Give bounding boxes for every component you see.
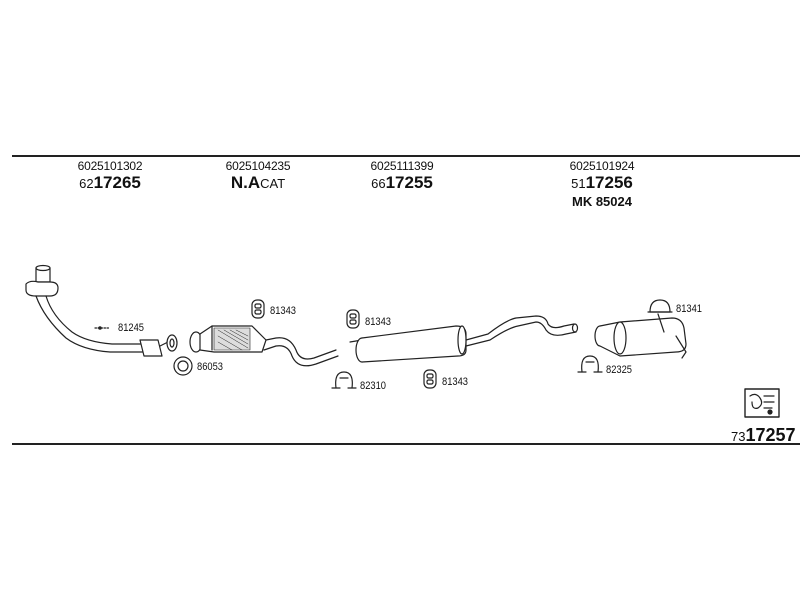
- label-81343-c: 81343: [442, 376, 469, 388]
- label-81343-a: 81343: [270, 305, 297, 317]
- hanger-part-81341: [647, 299, 673, 327]
- top-divider: [12, 155, 800, 157]
- mounting-kit-number: MK 85024: [572, 194, 632, 209]
- label-86053: 86053: [197, 361, 224, 373]
- column-catalyst: 6025104235 N.ACAT: [226, 159, 291, 194]
- oem-number: 6025104235: [225, 159, 291, 173]
- label-81343-b: 81343: [365, 316, 392, 328]
- part-number: N.ACAT: [230, 173, 286, 192]
- catalytic-converter-part: [189, 325, 339, 367]
- clamp-part-82325: [577, 355, 603, 373]
- kit-box-icon: [744, 388, 780, 418]
- oem-number: 6025101302: [77, 159, 143, 173]
- rear-silencer-part: [594, 317, 687, 359]
- rubber-hanger-part-81343-a: [251, 299, 265, 319]
- oem-number: 6025111399: [370, 159, 434, 173]
- middle-silencer-part: [349, 315, 579, 363]
- column-rear-silencer: 6025101924 5117256 MK 85024: [570, 159, 635, 209]
- column-front-pipe: 6025101302 6217265: [78, 159, 143, 194]
- ring-part-86053: [173, 356, 193, 376]
- label-81341: 81341: [676, 303, 703, 315]
- label-82325: 82325: [606, 364, 633, 376]
- part-number: 6217265: [79, 173, 141, 192]
- part-number: 6617255: [371, 173, 433, 192]
- front-pipe-part: [25, 264, 173, 357]
- label-82310: 82310: [360, 380, 387, 392]
- clamp-part-82310: [331, 371, 357, 389]
- joint-gasket: [166, 334, 178, 352]
- oem-number: 6025101924: [569, 159, 635, 173]
- part-number: 5117256: [571, 173, 633, 192]
- spring-part-81245: [94, 326, 111, 330]
- label-81245: 81245: [118, 322, 145, 334]
- rubber-hanger-part-81343-b: [346, 309, 360, 329]
- column-middle-silencer: 6025111399 6617255: [371, 159, 434, 194]
- kit-code: 7317257: [731, 425, 796, 445]
- rubber-hanger-part-81343-c: [423, 369, 437, 389]
- bottom-divider: [12, 443, 800, 445]
